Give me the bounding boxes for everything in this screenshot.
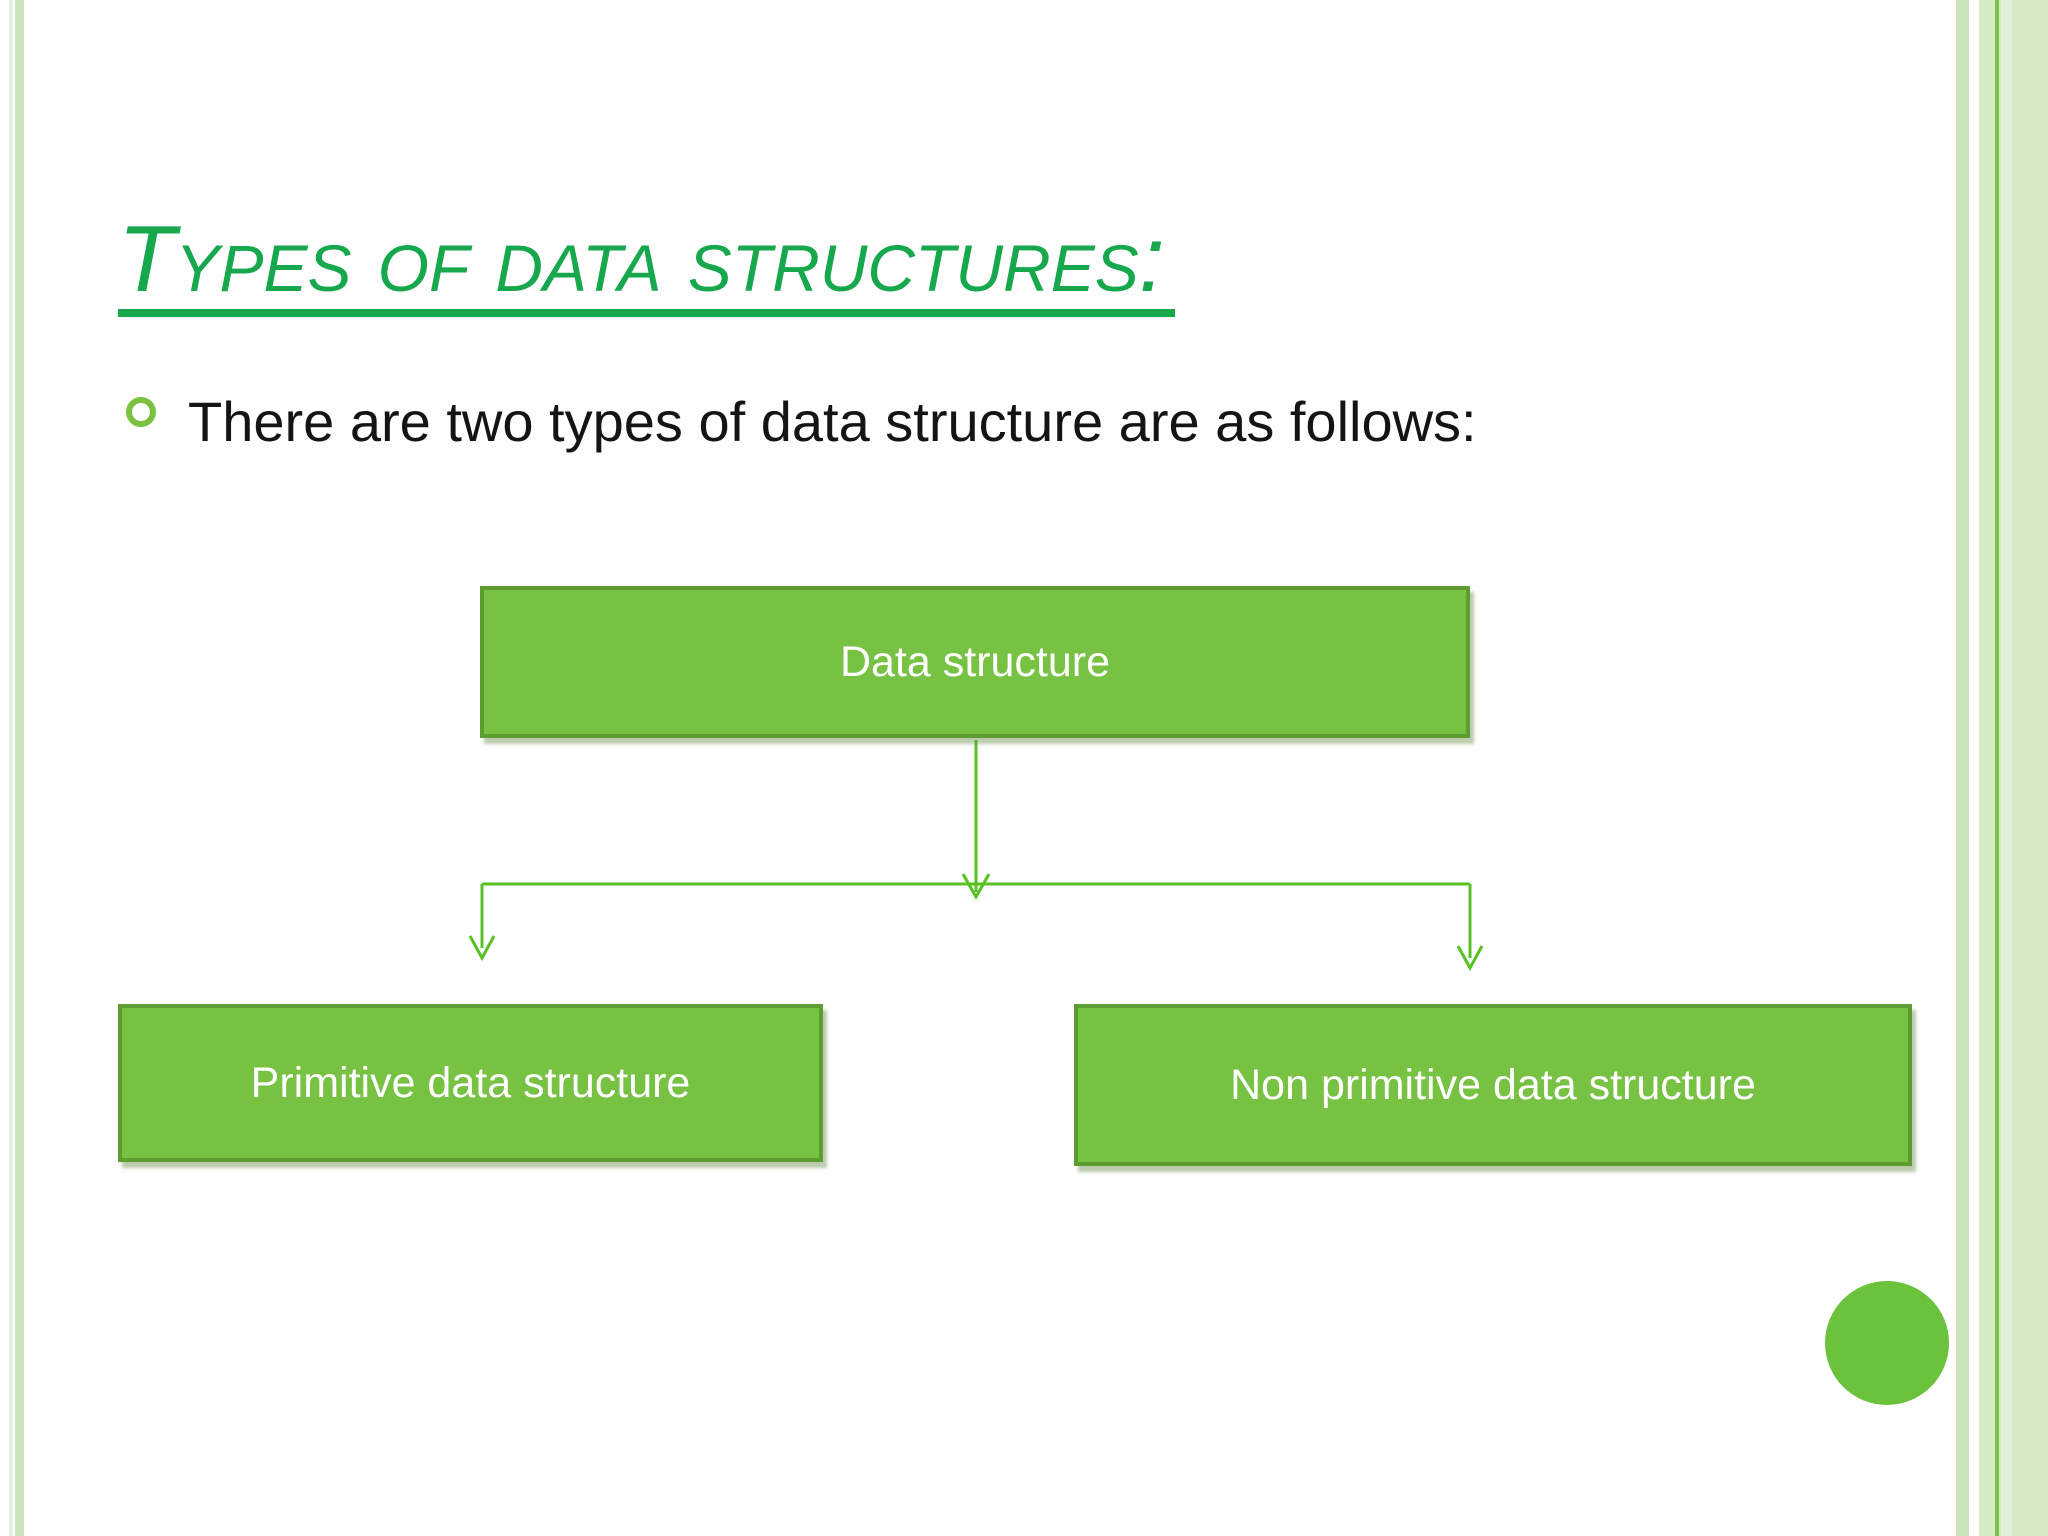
diagram-box-data-structure: Data structure	[480, 586, 1470, 738]
right-border-accent-line	[1995, 0, 1999, 1536]
left-border-stripe-thin	[9, 0, 13, 1536]
bullet-item: There are two types of data structure ar…	[126, 378, 1578, 466]
slide-title: Types of data structures:	[118, 212, 1175, 317]
arrowhead-center-icon	[961, 873, 991, 901]
diagram-box-label: Primitive data structure	[250, 1058, 691, 1107]
corner-circle-decoration	[1825, 1281, 1949, 1405]
right-border-inner-stripe	[2001, 0, 2012, 1536]
bullet-circle-icon	[126, 397, 156, 427]
bullet-text: There are two types of data structure ar…	[188, 390, 1477, 453]
left-border-stripe-band	[15, 0, 24, 1536]
arrowhead-right-icon	[1456, 945, 1484, 972]
right-border-stripe-thin	[1956, 0, 1969, 1536]
right-border-band	[1979, 0, 2048, 1536]
diagram-box-label: Non primitive data structure	[1230, 1060, 1756, 1109]
diagram-box-label: Data structure	[839, 637, 1111, 686]
arrowhead-left-icon	[468, 935, 496, 962]
diagram-box-non-primitive: Non primitive data structure	[1074, 1004, 1912, 1166]
diagram-box-primitive: Primitive data structure	[118, 1004, 823, 1162]
